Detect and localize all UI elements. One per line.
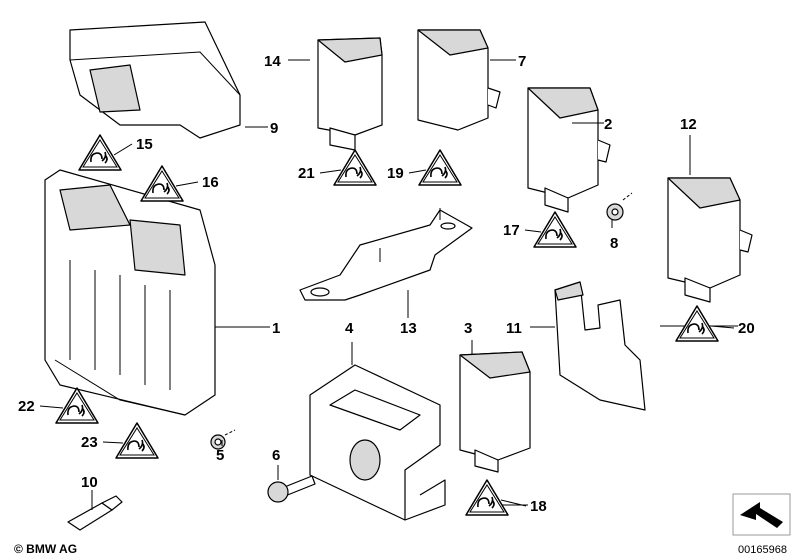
part-1-carrier [44,169,216,416]
esd-warning-triangle-icon [115,422,159,459]
part-label-18: 18 [530,498,547,515]
part-7-relay [417,29,501,131]
leader-lines [91,59,738,510]
part-10-plug [67,495,123,531]
part-label-7: 7 [518,53,526,70]
part-label-3: 3 [464,320,472,337]
part-4-holder [309,364,446,521]
leader-line [39,405,64,409]
leader-line [408,169,427,174]
esd-warning-triangle-icon [55,387,99,424]
esd-warning-triangle-icon [140,165,184,202]
part-label-17: 17 [503,222,520,239]
part-label-12: 12 [680,116,697,133]
esd-warning-triangles [39,134,735,516]
part-13-bracket [299,208,473,301]
image-number: 00165968 [738,544,787,556]
part-label-21: 21 [298,165,315,182]
esd-warning-triangle-icon [465,479,509,516]
part-label-14: 14 [264,53,281,70]
part-14-relay [317,37,383,151]
part-3-relay [459,351,531,473]
leader-line [175,181,199,187]
part-label-11: 11 [506,320,522,337]
esd-warning-triangle-icon [78,134,122,171]
part-8-nut [606,192,633,221]
esd-warning-triangle-icon [333,149,377,186]
part-label-13: 13 [400,320,417,337]
esd-warning-triangle-icon [533,211,577,248]
part-label-15: 15 [136,136,153,153]
leader-line [524,229,542,233]
part-label-22: 22 [18,398,35,415]
part-label-8: 8 [610,235,618,252]
part-12-relay [667,177,753,303]
part-label-23: 23 [81,434,98,451]
part-label-9: 9 [270,120,278,137]
part-label-20: 20 [738,320,755,337]
arrow-up-left-icon [732,493,791,536]
leader-line [113,143,133,156]
part-label-4: 4 [345,320,354,337]
part-label-16: 16 [202,174,219,191]
part-label-1: 1 [272,320,280,337]
leader-line [319,169,342,174]
part-label-19: 19 [387,165,404,182]
part-6-screw [267,475,316,503]
leader-line [102,441,124,444]
part-label-2: 2 [604,116,612,133]
part-9-cover [69,21,241,139]
copyright: © BMW AG [14,542,77,556]
part-label-10: 10 [81,474,98,491]
part-11-plate [554,281,646,411]
esd-warning-triangle-icon [675,305,719,342]
esd-warning-triangle-icon [418,149,462,186]
part-label-5: 5 [216,447,224,464]
part-2-relay [527,87,611,213]
part-label-6: 6 [272,447,280,464]
leader-line [500,499,527,507]
leader-line [710,325,735,329]
